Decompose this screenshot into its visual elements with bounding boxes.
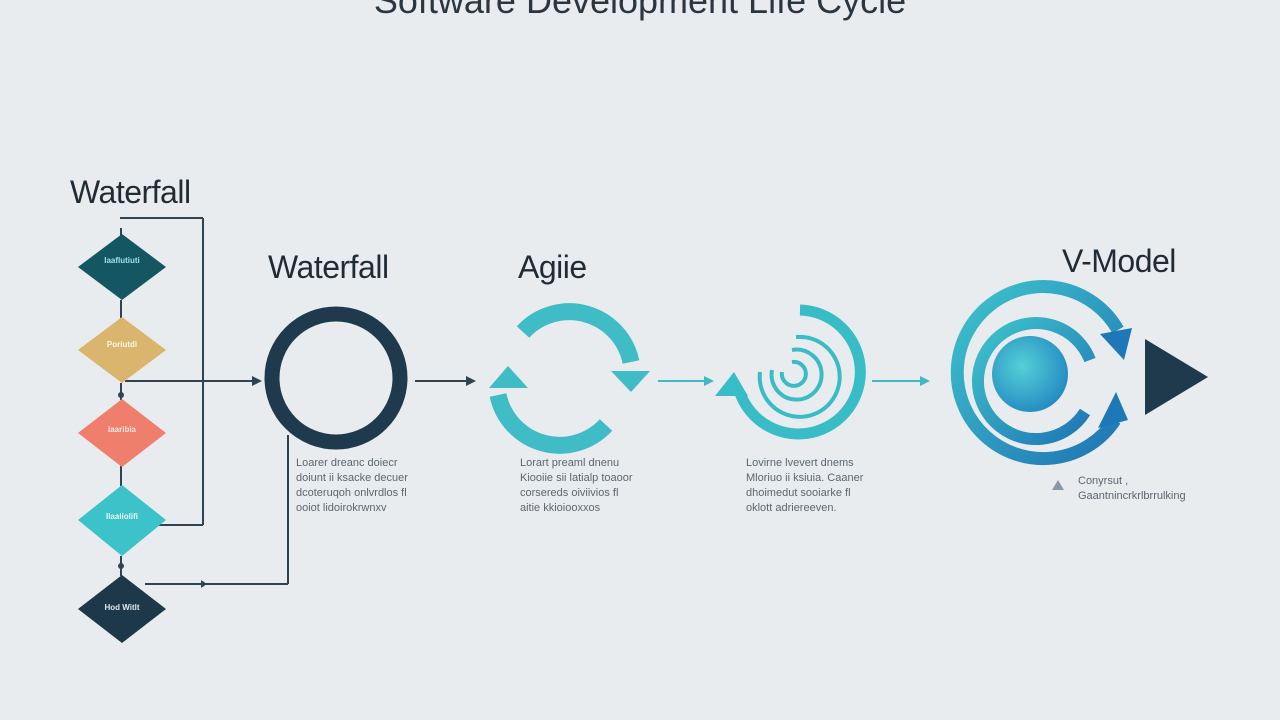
description-line: Kiooiie sii latialp toaoor [520,472,633,484]
description-line: ooiot lidoirokrwnxv [296,502,387,514]
description-line: aitie kkioiooxxos [520,502,601,514]
waterfall-step-2-diamond [78,317,166,383]
waterfall-step-3-label: Iaaribia [107,425,136,434]
description-line: dhoimedut sooiarke fl [746,487,851,499]
waterfall-list-heading: Waterfall [70,174,191,210]
waterfall-step-3-diamond [78,399,166,467]
description-line: Conyrsut , [1078,475,1129,487]
waterfall-ring [264,306,408,450]
description-line: corsereds oiviivios fl [520,487,619,499]
description-line: Gaantnincrkrlbrrulking [1078,490,1186,502]
waterfall-connectors [120,217,476,585]
small-arrow-icon [1052,480,1064,490]
model-heading-agile: Agiie [518,249,587,285]
description-line: Lovirne lvevert dnems [746,457,854,469]
waterfall-step-1-diamond [78,234,166,300]
waterfall-step-1-label: Iaaflutiuti [104,256,140,265]
waterfall-step-2-label: Poriutdi [106,340,138,349]
description-line: Loarer dreanc doiecr [296,457,398,469]
waterfall-step-5-diamond [78,575,166,643]
v-model-play-icon [1145,339,1208,415]
description-line: Lorart preaml dnenu [520,457,620,469]
waterfall-step-4-diamond [78,485,166,556]
v-model-spiral-icon [950,280,1124,466]
description-line: dcoteruqoh onlvrdlos fl [296,487,407,499]
model-heading-v-model: V-Model [1062,243,1176,279]
spiral-description: Lovirne lvevert dnems Mloriuo ii ksiuia.… [746,456,863,516]
description-line: Mloriuo ii ksiuia. Caaner [746,472,864,484]
waterfall-step-5-label: Hod Witlt [104,603,140,612]
v-model-description: Conyrsut , Gaantnincrkrlbrrulking [1078,474,1186,504]
agile-description: Lorart preaml dnenu Kiooiie sii latialp … [520,456,633,516]
agile-cycle-icon [489,303,640,454]
waterfall-description: Loarer dreanc doiecr doiunt ii ksacke de… [296,456,408,516]
description-line: oklott adriereeven. [746,502,837,514]
waterfall-step-4-label: Ilaaliolifi [105,512,138,521]
page-title: Software Development Life Cycle [373,0,907,21]
description-line: doiunt ii ksacke decuer [296,472,408,484]
model-heading-waterfall: Waterfall [268,249,389,285]
spiral-cycle-icon [734,304,866,440]
